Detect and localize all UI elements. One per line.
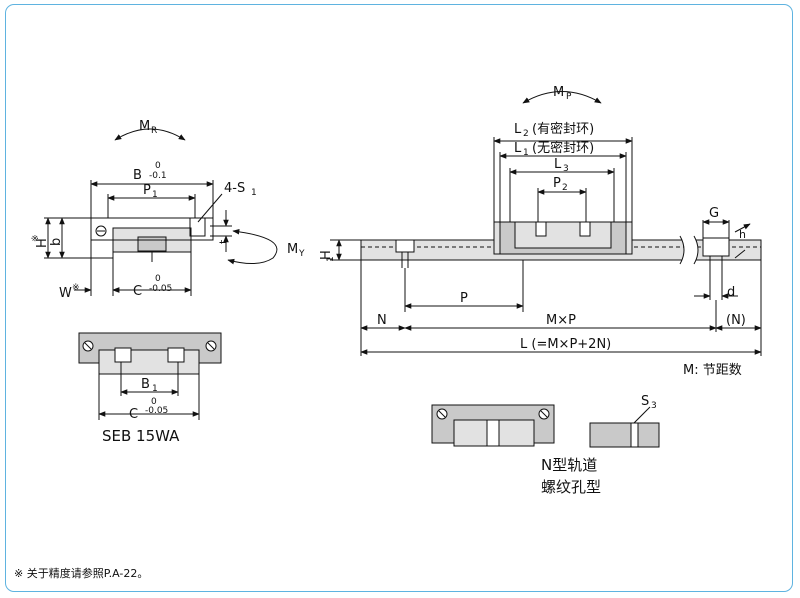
mr-label: M [139,119,150,134]
b-small-label: b [49,238,64,246]
w-mark: ※ [72,283,80,293]
s1-sub: 1 [251,188,257,198]
l2-label: L [514,122,522,137]
d-label: d [727,285,735,300]
mp-moment-arrow [522,91,602,104]
side-view: M P L 2 (有密封环) L 1 (无密封环) L 3 P 2 [319,85,762,378]
block-hole-left [535,221,547,237]
model-name: SEB 15WA [102,427,180,445]
l1-note: (无密封环) [532,140,594,156]
p2-label: P [553,176,561,191]
my-sub: Y [298,249,305,259]
mr-sub: R [151,126,157,136]
n-label: N [377,313,387,328]
h-mark: ※ [31,234,41,242]
l1-label: L [514,141,522,156]
n-type-rail: S 3 N型轨道 螺纹孔型 [431,394,660,496]
b1-sub: 1 [152,384,158,394]
l-total-label: L (=M×P+2N) [520,337,611,352]
l2-sub: 2 [523,129,529,139]
c-tol-bot: -0.05 [149,284,172,294]
s3-label: S [641,394,649,409]
mxp-label: M×P [546,313,576,328]
c-tol-top: 0 [155,274,161,284]
s1-label: 4-S [224,181,245,196]
c2-tol-top: 0 [151,397,157,407]
h-small-label: h [739,228,746,241]
n-center-hole [486,419,500,447]
c-label: C [133,284,142,299]
p2-sub: 2 [562,183,568,193]
rail-hole-1 [395,239,415,253]
c2-label: C [129,407,138,422]
c2-tol-bot: -0.05 [145,406,168,416]
m-note: M: 节距数 [683,363,742,378]
b1-label: B [141,377,150,392]
l2-note: (有密封环) [532,121,594,137]
hole-left [114,347,132,363]
g-label: G [709,206,719,221]
block-hole-right [579,221,591,237]
rail-type-2: 螺纹孔型 [541,478,601,496]
footnote: ※ 关于精度请参照P.A-22。 [14,566,148,580]
h1-sub: 1 [326,256,336,262]
w-label: W [59,286,72,301]
hole-right [167,347,185,363]
b-tol-bot: -0.1 [149,171,167,181]
figure-frame [5,4,793,592]
seb15wa-view: B 1 C 0 -0.05 SEB 15WA [78,332,222,445]
b-tol-top: 0 [155,161,161,171]
t1-label: t [217,239,230,244]
mp-sub: P [566,92,572,102]
end-view: M R B 0 -0.1 P 1 4-S 1 t [31,119,305,301]
n-paren-label: (N) [726,313,746,328]
mp-label: M [553,85,564,100]
p1-sub: 1 [152,190,158,200]
rail-bolt-hole [137,236,167,252]
l3-sub: 3 [563,164,569,174]
h1-label: H [319,250,334,260]
my-moment-arrow [227,228,278,265]
p-label: P [460,291,468,306]
b-dim-label: B [133,168,142,183]
l3-label: L [554,157,562,172]
mr-moment-arrow [114,128,186,141]
rail-type-1: N型轨道 [541,456,597,474]
h-label: H [35,238,50,248]
s3-sub: 3 [651,401,657,411]
rail-hole-end [702,237,730,257]
rail-end-piece [589,422,660,448]
p1-label: P [143,183,151,198]
my-label: M [287,242,298,257]
l1-sub: 1 [523,148,529,158]
